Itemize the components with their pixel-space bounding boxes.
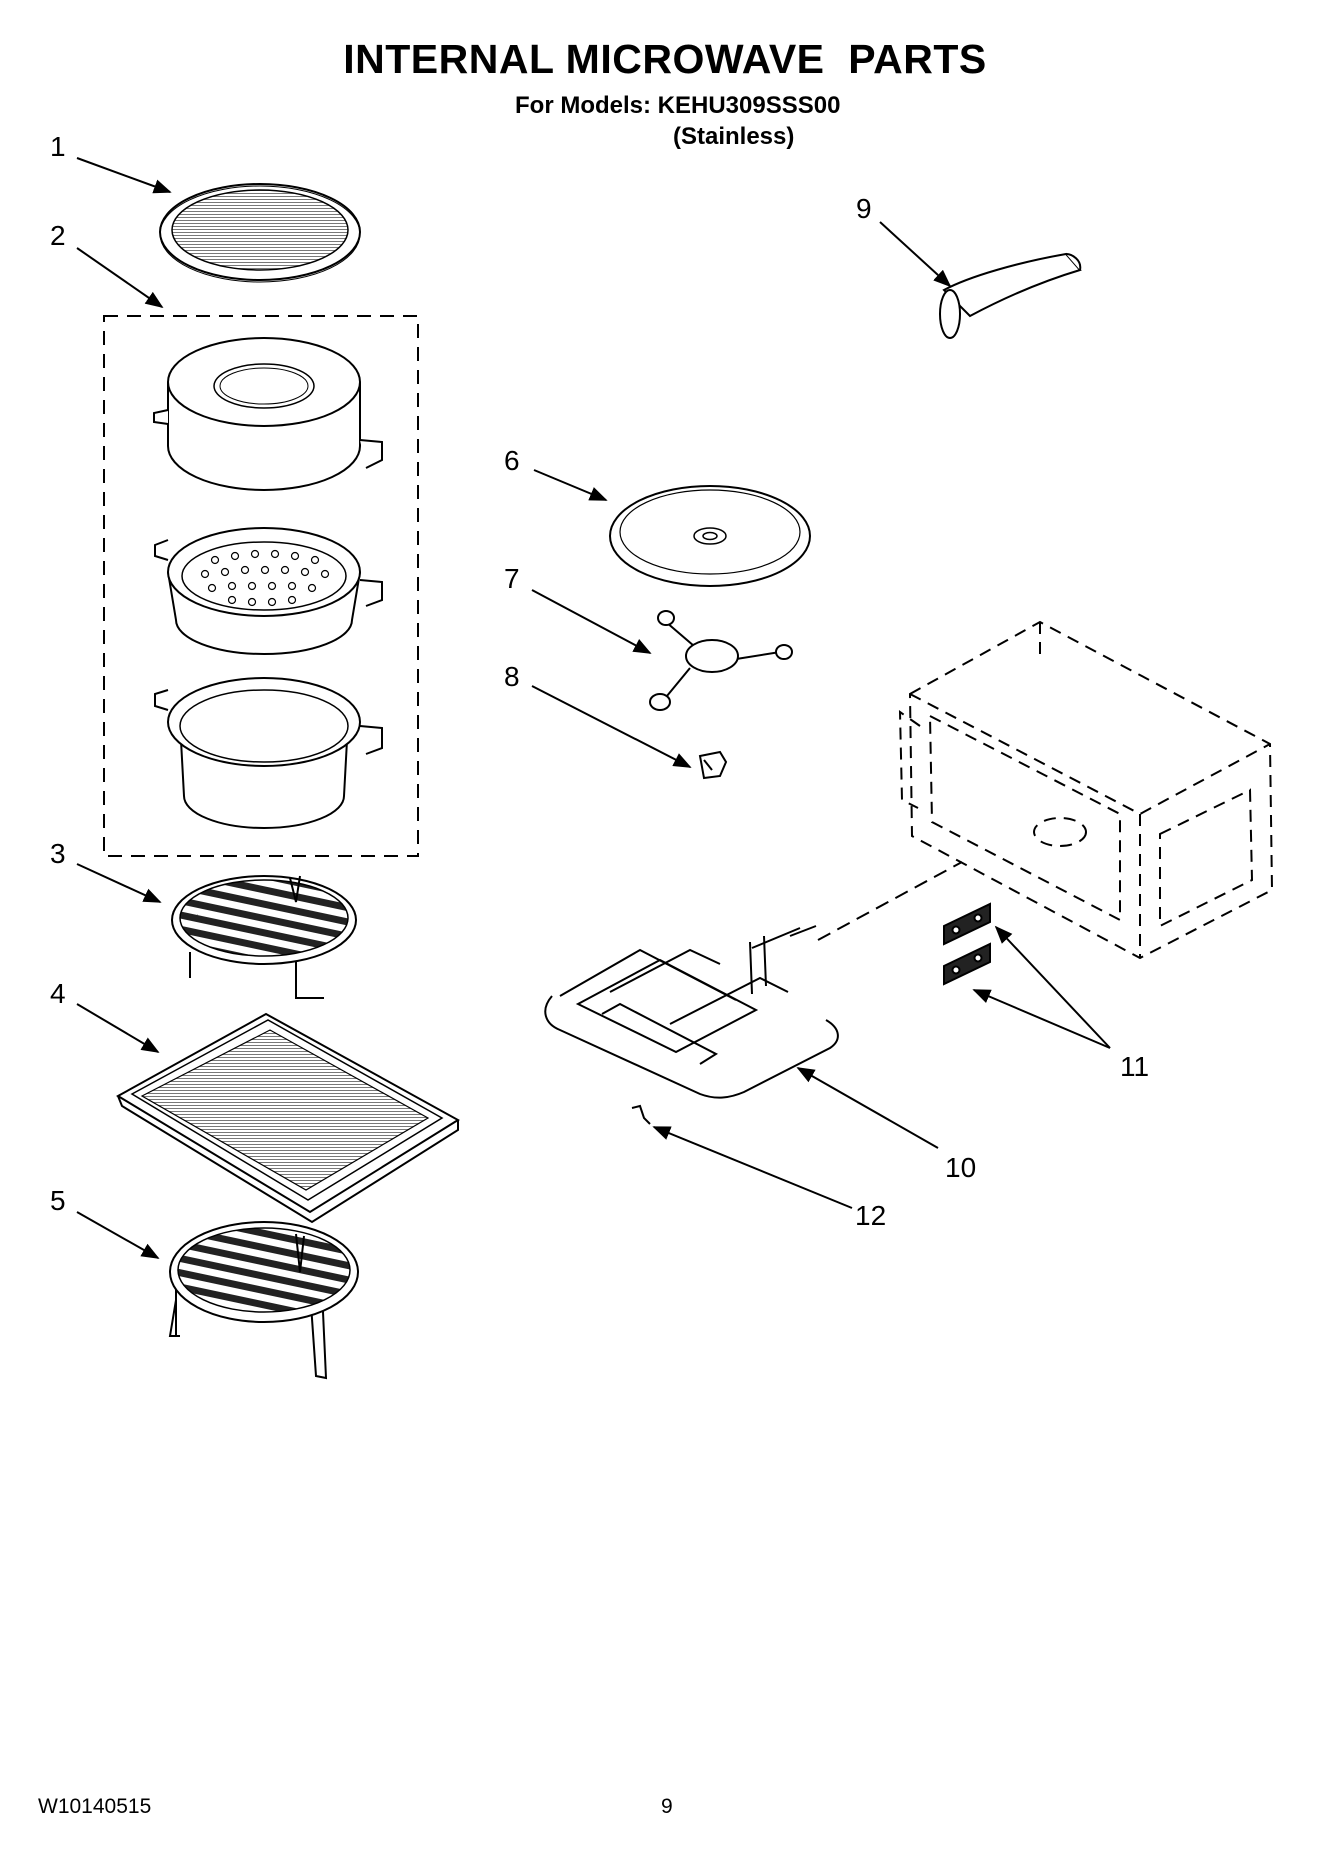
- leader-4: [76, 1003, 160, 1053]
- part-3-grill-rack: [171, 875, 357, 999]
- leader-2: [76, 247, 164, 309]
- callout-7: 7: [504, 563, 520, 594]
- callout-10: 10: [945, 1152, 976, 1183]
- callout-6: 6: [504, 445, 520, 476]
- callout-12: 12: [855, 1200, 886, 1231]
- callout-5: 5: [50, 1185, 66, 1216]
- leader-9: [879, 221, 952, 288]
- part-9-handle: [939, 252, 1082, 339]
- steamer-pot: [154, 677, 383, 829]
- element-mount-line: [817, 861, 963, 941]
- callout-9: 9: [856, 193, 872, 224]
- part-6-turntable-tray: [609, 485, 811, 587]
- models-line: For Models: KEHU309SSS00: [515, 92, 841, 119]
- leader-8: [531, 685, 692, 768]
- callout-11: 11: [1120, 1051, 1149, 1082]
- callout-1: 1: [50, 131, 66, 162]
- page-title: INTERNAL MICROWAVE PARTS: [343, 36, 987, 82]
- leader-11a: [994, 925, 1111, 1049]
- variant-label: (Stainless): [673, 123, 795, 150]
- part-7-roller-support: [649, 610, 793, 711]
- part-11-covers: [943, 902, 991, 986]
- document-number: W10140515: [38, 1795, 152, 1818]
- callout-8: 8: [504, 661, 520, 692]
- leader-1: [76, 157, 172, 194]
- part-1-steamer-lid: [159, 183, 361, 283]
- leader-6: [533, 469, 608, 501]
- leader-5: [76, 1211, 160, 1259]
- leader-7: [531, 589, 652, 654]
- part-8-coupler: [698, 750, 728, 780]
- leader-3: [76, 863, 162, 903]
- page-number: 9: [661, 1795, 673, 1818]
- part-4-baking-tray: [116, 1012, 460, 1224]
- part-12-clip: [631, 1104, 651, 1125]
- callout-3: 3: [50, 838, 66, 869]
- callout-2: 2: [50, 220, 66, 251]
- part-10-heating-element: [544, 925, 839, 1099]
- leader-11b: [972, 989, 1111, 1049]
- leader-12: [652, 1126, 853, 1209]
- part-5-low-rack: [168, 1221, 359, 1380]
- part-2-group-outline: [103, 315, 419, 857]
- microwave-cavity: [898, 620, 1274, 960]
- leader-10: [796, 1067, 939, 1149]
- steamer-cover: [153, 337, 383, 491]
- steamer-insert: [154, 527, 383, 655]
- steamer-insert-holes: [200, 549, 330, 607]
- callout-4: 4: [50, 978, 66, 1009]
